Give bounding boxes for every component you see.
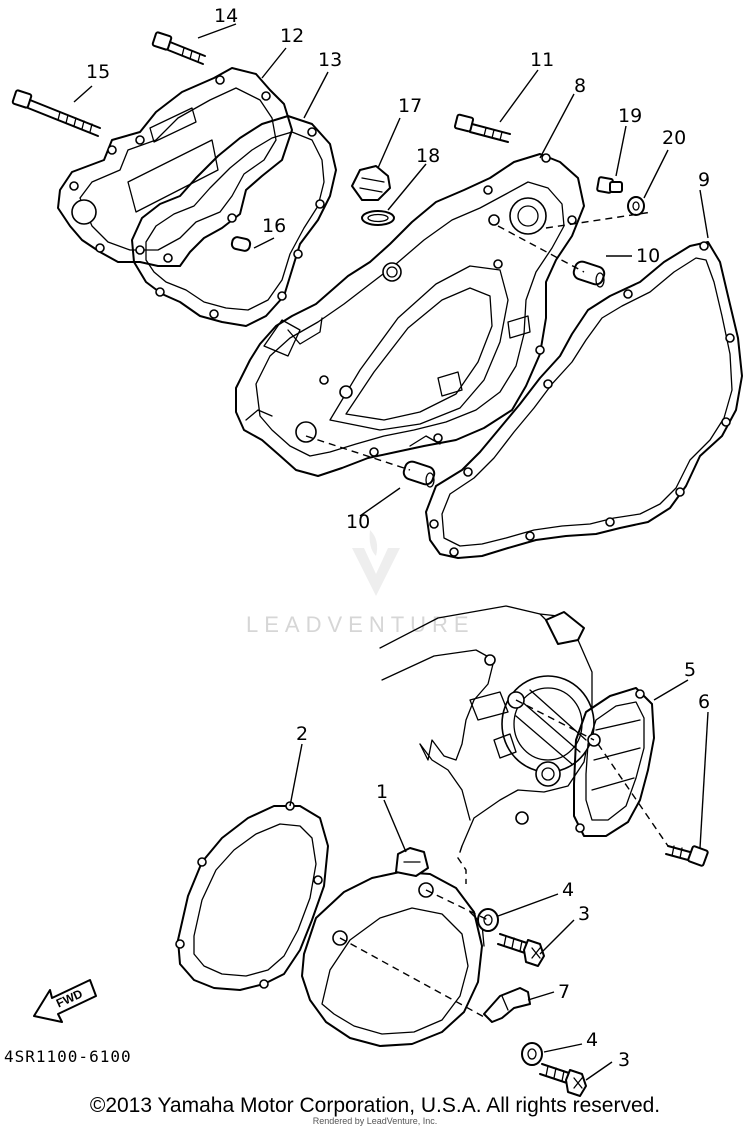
part-17-oil-plug bbox=[351, 165, 391, 201]
part-3-screw-lower bbox=[539, 1063, 587, 1097]
part-12-clutch-cover bbox=[57, 67, 293, 267]
part-19-drain-bolt bbox=[596, 176, 623, 194]
callout-10-lower: 10 bbox=[346, 511, 370, 533]
part-8-crankcase-cover bbox=[235, 153, 585, 477]
callout-6: 6 bbox=[698, 691, 710, 713]
part-6-bolt bbox=[665, 845, 709, 867]
part-9-gasket bbox=[425, 241, 743, 559]
callout-1: 1 bbox=[376, 781, 388, 803]
part-10-dowel-upper bbox=[572, 260, 606, 288]
bottom-leader-lines bbox=[289, 679, 709, 1081]
callout-14: 14 bbox=[214, 5, 238, 27]
part-14-bolt bbox=[151, 31, 206, 65]
part-1-generator-cover bbox=[301, 847, 485, 1047]
callout-15: 15 bbox=[86, 61, 110, 83]
part-4-washer-upper bbox=[477, 908, 499, 932]
part-code: 4SR1100-6100 bbox=[4, 1047, 132, 1066]
callout-5: 5 bbox=[684, 659, 696, 681]
part-2-gasket bbox=[175, 801, 329, 991]
watermark-logo bbox=[352, 530, 400, 596]
callout-20: 20 bbox=[662, 127, 686, 149]
callout-3-upper: 3 bbox=[578, 903, 590, 925]
part-3-screw-upper bbox=[497, 933, 545, 967]
part-16-dowel-pin bbox=[230, 236, 252, 252]
callout-labels: 15 14 12 13 16 17 18 11 8 19 20 9 10 10 … bbox=[86, 5, 710, 1071]
watermark-text: LEADVENTURE bbox=[246, 612, 475, 637]
callout-11: 11 bbox=[530, 49, 554, 71]
callout-8: 8 bbox=[574, 75, 586, 97]
part-13-gasket bbox=[131, 115, 337, 327]
callout-10-upper: 10 bbox=[636, 245, 660, 267]
callout-12: 12 bbox=[280, 25, 304, 47]
callout-18: 18 bbox=[416, 145, 440, 167]
callout-4-lower: 4 bbox=[586, 1029, 598, 1051]
callout-13: 13 bbox=[318, 49, 342, 71]
fwd-arrow-icon: FWD bbox=[33, 979, 97, 1023]
fwd-label: FWD bbox=[54, 986, 85, 1010]
callout-4-upper: 4 bbox=[562, 879, 574, 901]
part-4-washer-lower bbox=[521, 1042, 543, 1066]
copyright-notice: ©2013 Yamaha Motor Corporation, U.S.A. A… bbox=[89, 1094, 661, 1117]
callout-17: 17 bbox=[398, 95, 422, 117]
part-18-o-ring bbox=[361, 210, 395, 226]
part-7-clamp bbox=[483, 987, 531, 1023]
callout-2: 2 bbox=[296, 723, 308, 745]
rendered-by-credit: Rendered by LeadVenture, Inc. bbox=[312, 1116, 438, 1126]
part-10-dowel-lower bbox=[402, 460, 436, 488]
part-11-bolt bbox=[453, 113, 511, 143]
callout-19: 19 bbox=[618, 105, 642, 127]
top-leader-lines bbox=[73, 23, 709, 517]
callout-9: 9 bbox=[698, 169, 710, 191]
part-15-bolt bbox=[11, 89, 101, 137]
callout-3-lower: 3 bbox=[618, 1049, 630, 1071]
engine-context bbox=[379, 605, 595, 884]
part-20-washer bbox=[627, 196, 645, 216]
callout-16: 16 bbox=[262, 215, 286, 237]
callout-7: 7 bbox=[558, 981, 570, 1003]
